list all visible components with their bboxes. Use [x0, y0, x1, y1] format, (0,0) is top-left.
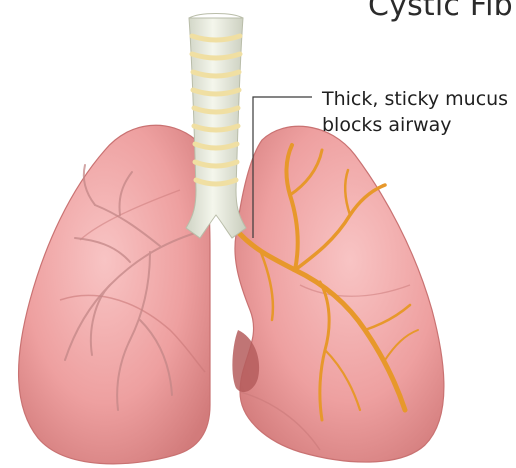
- callout-line-1: Thick, sticky mucus: [322, 86, 508, 112]
- diagram-title: Cystic Fib: [368, 0, 513, 23]
- left-lung: [19, 125, 210, 464]
- callout-line-2: blocks airway: [322, 112, 508, 138]
- right-lung: [232, 126, 444, 462]
- trachea: [186, 14, 246, 239]
- callout-label: Thick, sticky mucus blocks airway: [322, 86, 508, 138]
